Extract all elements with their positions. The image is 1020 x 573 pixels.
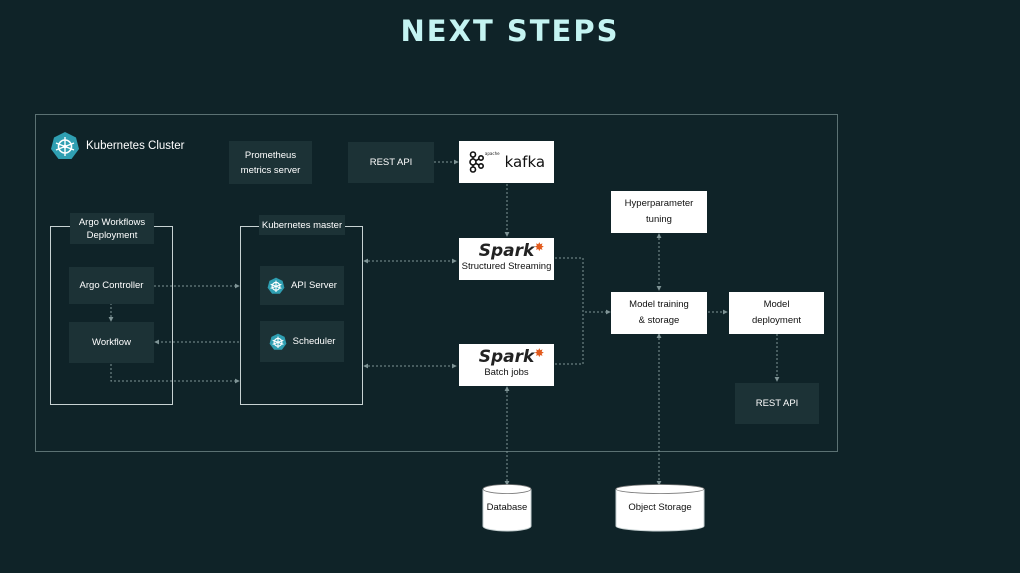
rest-api-bottom-label: REST API [755,398,799,409]
connector-workflow-to-master [110,364,240,384]
kubernetes-icon [267,277,285,294]
spark-logo-text: Spark [478,241,535,261]
spark-structured-streaming[interactable]: Spark ✸ Structured Streaming [459,238,554,280]
argo-workflows-group [50,226,173,405]
kubernetes-master-group [240,226,363,405]
spark-streaming-label: Structured Streaming [461,261,552,272]
spark-star-icon: ✸ [534,240,545,254]
spark-logo-text: Spark [478,347,535,367]
model-training-line1: Model training [629,299,689,310]
api-server-label: API Server [291,280,337,291]
model-training-line2: & storage [638,315,680,326]
database[interactable]: Database [482,484,532,532]
model-training-storage[interactable]: Model training & storage [611,292,707,334]
spark-batch-jobs[interactable]: Spark ✸ Batch jobs [459,344,554,386]
object-storage[interactable]: Object Storage [615,484,705,532]
rest-api-bottom[interactable]: REST API [735,383,819,424]
connector-streaming-to-training [555,257,611,315]
prometheus-line1: Prometheus [244,149,297,161]
database-label: Database [486,502,528,513]
kafka-name: kafka [504,153,546,171]
cluster-label-text: Kubernetes Cluster [86,140,185,152]
rest-api-top[interactable]: REST API [348,142,434,183]
kubernetes-icon [51,132,79,159]
database-cylinder-icon [482,484,532,532]
kubernetes-icon [269,333,287,350]
scheduler-label: Scheduler [292,336,336,347]
hyperparameter-line1: Hyperparameter [624,198,694,209]
object-storage-label: Object Storage [628,502,692,513]
workflow-label: Workflow [92,337,131,348]
hyperparameter-line2: tuning [646,214,672,225]
kubernetes-master-header: Kubernetes master [259,215,345,235]
kafka-prefix: apache [484,151,500,156]
prometheus-metrics-server[interactable]: Prometheus metrics server [229,141,312,184]
kafka-box[interactable]: apache kafka [459,141,554,183]
scheduler[interactable]: Scheduler [260,321,344,362]
kafka-logo: apache kafka [468,151,545,173]
spark-batch-label: Batch jobs [484,367,529,378]
model-deployment-line1: Model [763,299,790,310]
page-title: NEXT STEPS [400,14,620,48]
connector-batch-to-training [555,312,584,365]
model-deployment[interactable]: Model deployment [729,292,824,334]
cluster-label: Kubernetes Cluster [50,131,184,161]
rest-api-top-label: REST API [369,157,413,168]
model-deployment-line2: deployment [751,315,802,326]
spark-logo: Spark ✸ [479,347,545,366]
hyperparameter-tuning[interactable]: Hyperparameter tuning [611,191,707,233]
workflow[interactable]: Workflow [69,322,154,363]
prometheus-line2: metrics server [240,164,301,176]
kafka-icon [469,151,484,173]
argo-header-line1: Argo Workflows [78,216,146,228]
spark-star-icon: ✸ [534,346,545,360]
spark-logo: Spark ✸ [479,241,545,260]
argo-header-line2: Deployment [86,229,138,241]
kubernetes-cluster-boundary [35,114,838,452]
api-server[interactable]: API Server [260,266,344,305]
argo-controller-label: Argo Controller [79,280,144,291]
argo-group-header: Argo Workflows Deployment [70,213,154,244]
kubernetes-master-label: Kubernetes master [261,219,343,231]
object-storage-cylinder-icon [615,484,705,532]
argo-controller[interactable]: Argo Controller [69,267,154,304]
